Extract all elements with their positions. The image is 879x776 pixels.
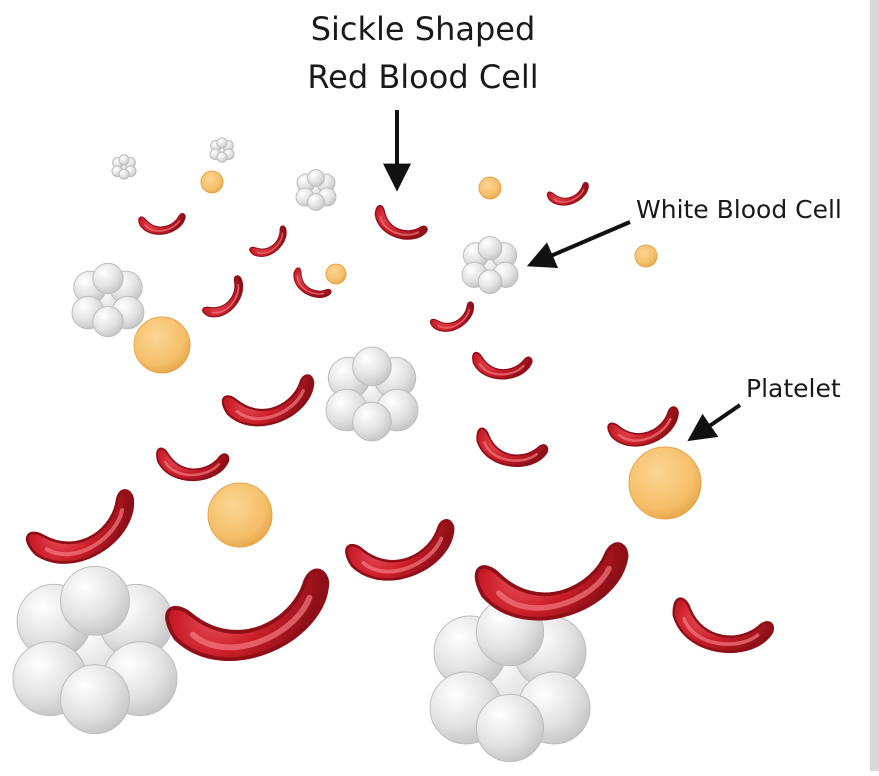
white-blood-cell-icon xyxy=(430,598,590,761)
white-blood-cell-icon xyxy=(13,566,177,733)
platelet-icon xyxy=(134,317,190,373)
sickle-cell-label-line1: Sickle Shaped xyxy=(0,10,846,48)
sickle-red-blood-cell-icon xyxy=(545,169,592,214)
sickle-cell-label-line2: Red Blood Cell xyxy=(0,58,846,96)
platelet-icon xyxy=(326,264,346,284)
white-blood-cell-icon xyxy=(462,236,518,293)
platelet-icon xyxy=(201,171,223,193)
white-blood-cell-label: White Blood Cell xyxy=(636,195,842,224)
sickle-red-blood-cell-icon xyxy=(154,428,233,492)
sickle-red-blood-cell-icon xyxy=(137,197,189,244)
white-blood-cell-icon xyxy=(326,347,418,441)
arrow-icon xyxy=(532,222,630,264)
platelet-icon xyxy=(479,177,501,199)
sickle-red-blood-cell-icon xyxy=(159,519,343,696)
platelet-icon xyxy=(208,483,272,547)
sickle-red-blood-cell-icon xyxy=(218,346,322,446)
platelet-label: Platelet xyxy=(746,374,841,403)
sickle-red-blood-cell-icon xyxy=(341,486,464,604)
sickle-red-blood-cell-icon xyxy=(671,584,776,662)
sickle-red-blood-cell-icon xyxy=(470,335,535,388)
arrow-icon xyxy=(692,405,740,438)
sickle-red-blood-cell-icon xyxy=(475,418,549,473)
white-blood-cell-icon xyxy=(112,155,136,179)
platelet-icon xyxy=(635,245,657,267)
white-blood-cell-icon xyxy=(210,138,234,162)
sickle-red-blood-cell-icon xyxy=(201,269,247,324)
platelet-icon xyxy=(629,447,701,519)
image-edge xyxy=(870,0,879,771)
sickle-red-blood-cell-icon xyxy=(428,290,478,342)
sickle-red-blood-cell-icon xyxy=(248,217,290,264)
white-blood-cell-icon xyxy=(72,263,144,336)
sickle-red-blood-cell-icon xyxy=(375,205,427,239)
white-blood-cell-icon xyxy=(296,170,336,211)
